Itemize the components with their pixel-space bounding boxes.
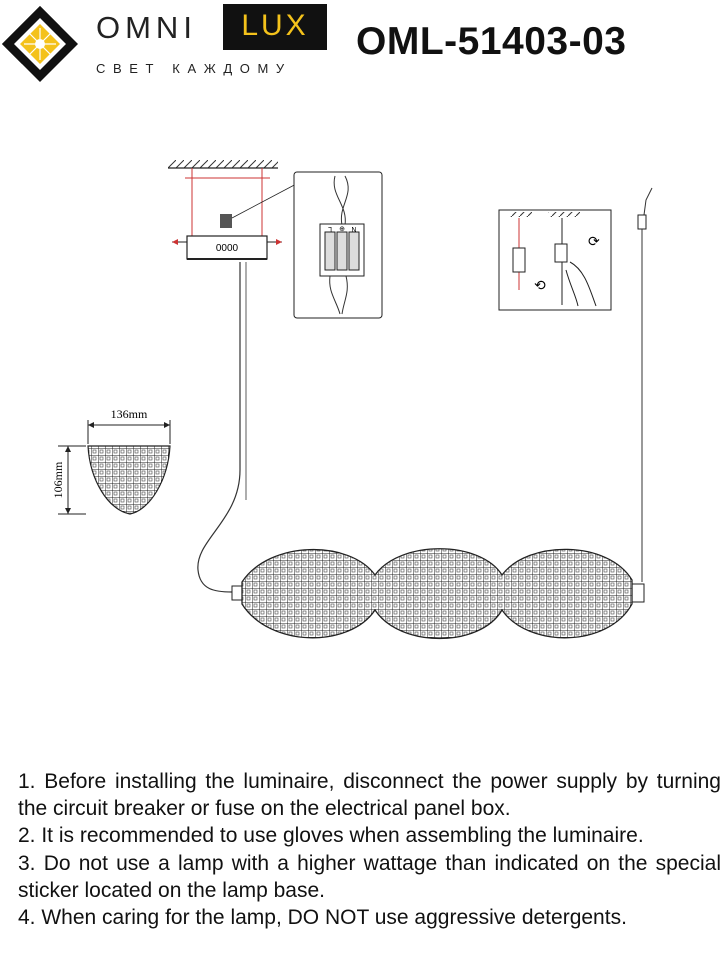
instruction-3: 3. Do not use a lamp with a higher watta…: [18, 851, 721, 902]
rotate-icon: ⟳: [588, 234, 600, 250]
model-number: OML-51403-03: [356, 20, 627, 63]
power-cable: [197, 262, 241, 593]
fixture-body: [231, 548, 645, 640]
brand-lux-box: LUX: [223, 4, 327, 50]
wiring-detail: L ⊕ N: [293, 171, 383, 319]
ceiling-mount: 0000: [168, 160, 301, 260]
instruction-2: 2. It is recommended to use gloves when …: [18, 824, 644, 848]
header: OMNI LUX СВЕТ КАЖДОМУ OML-51403-03: [0, 0, 728, 90]
instruction-4: 4. When caring for the lamp, DO NOT use …: [18, 906, 627, 930]
instruction-1: 1. Before installing the luminaire, disc…: [18, 770, 721, 821]
rotate-icon-2: ⟲: [534, 278, 546, 294]
brand-lux-text: LUX: [241, 9, 309, 42]
brand-tagline: СВЕТ КАЖДОМУ: [96, 61, 292, 76]
right-suspension: [637, 187, 653, 582]
brand-omni-text: OMNI: [96, 10, 197, 45]
terminal-label-ground: ⊕: [339, 226, 345, 233]
terminal-label-n: N: [351, 225, 356, 232]
dimension-height: 106mm: [51, 461, 65, 498]
assembly-drawing: 0000 L ⊕ N ⟳ ⟲: [51, 160, 653, 640]
dimension-detail: 136mm 106mm: [51, 407, 171, 515]
installation-detail: ⟳ ⟲: [498, 209, 612, 311]
terminal-label-l: L: [328, 225, 332, 232]
instructions: 1. Before installing the luminaire, disc…: [18, 768, 721, 931]
dimension-width: 136mm: [111, 407, 148, 421]
omnilux-logo-icon: [2, 6, 78, 82]
canopy-marking: 0000: [216, 243, 239, 254]
